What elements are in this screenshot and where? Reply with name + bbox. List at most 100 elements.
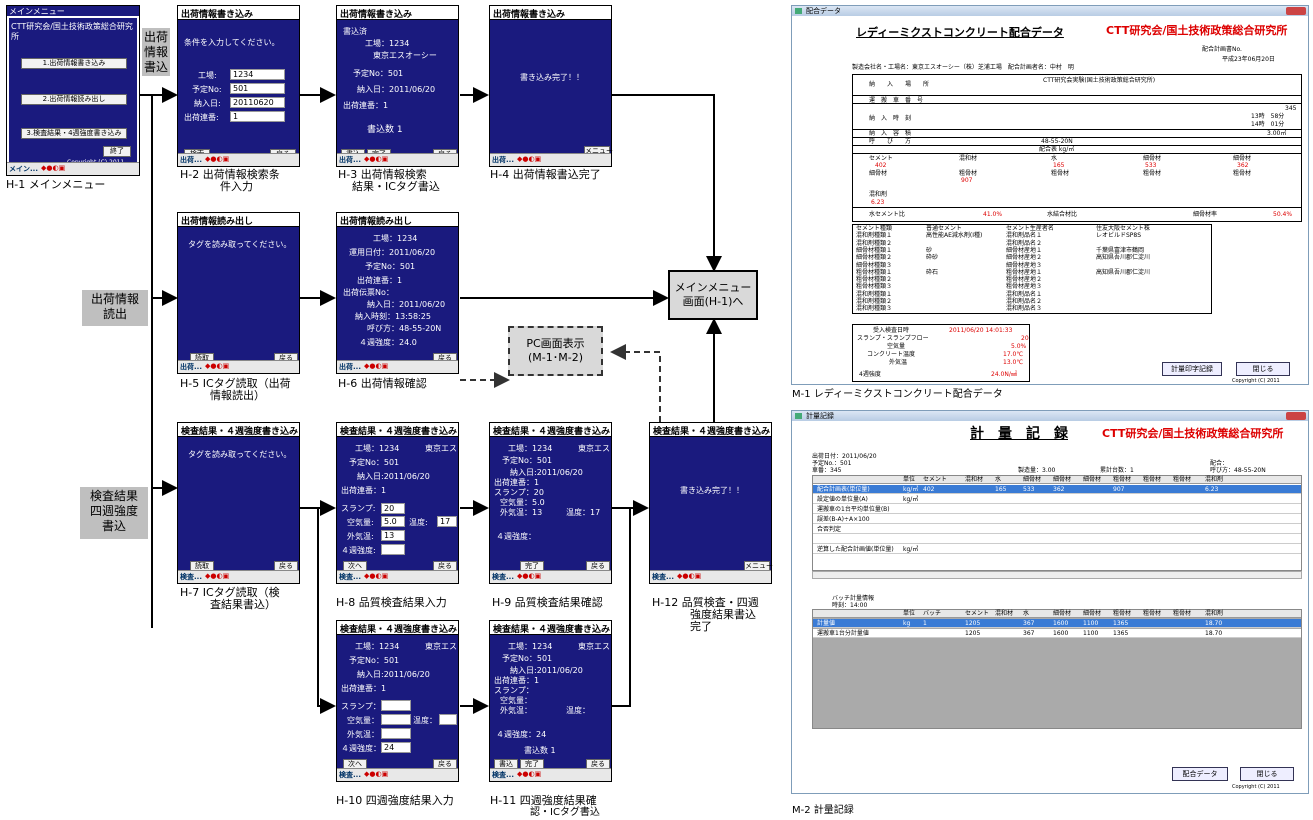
print-record-button[interactable]: 計量印字記録 [1162, 362, 1222, 376]
slump-input[interactable]: 20 [381, 503, 405, 514]
seq-text: 出荷連番：1 [494, 478, 540, 487]
material-cell: 混和剤種類２ [856, 239, 893, 247]
slump-input[interactable] [381, 700, 411, 711]
status-icons: ◆●◐▣ [516, 572, 542, 580]
window-titlebar: 計量記録 [792, 411, 1308, 421]
company-text: 東京エス [578, 444, 610, 453]
material-cell: 混和剤種類１ [856, 232, 893, 240]
close-button[interactable]: 閉じる [1240, 767, 1294, 781]
side-text: 出荷情報 [90, 292, 139, 306]
cell-value: 3.00㎥ [1267, 130, 1287, 137]
temp-input[interactable]: 17 [437, 516, 457, 527]
taskbar: 検査...◆●◐▣ [337, 570, 458, 583]
screen-title: 検査結果・４週強度書き込み [650, 423, 771, 437]
outside-temp-label: 外気温: [347, 532, 374, 541]
taskbar-app: 出荷... [339, 156, 361, 164]
date-text: 納入日：2011/06/20 [367, 300, 446, 309]
strength-input[interactable] [381, 544, 405, 555]
cell-label: 4週強度 [859, 371, 881, 378]
grid-cell: セメント [923, 476, 947, 483]
table-row[interactable] [813, 525, 1301, 534]
cell-label: 納 入 容 積 [869, 130, 912, 137]
table-row[interactable] [813, 515, 1301, 524]
window-m1: 配合データ レディーミクストコンクリート配合データ CTT研究会/国土技術政策総… [791, 5, 1309, 385]
outside-temp-input[interactable]: 13 [381, 530, 405, 541]
screen-title: 検査結果・４週強度書き込み [337, 423, 458, 437]
air-input[interactable]: 5.0 [381, 516, 405, 527]
close-button[interactable]: 閉じる [1236, 362, 1290, 376]
table-row[interactable] [813, 535, 1301, 544]
status-text: 書込済 [343, 27, 367, 36]
grid-header [813, 476, 1301, 484]
read-shipping-button[interactable]: 2.出荷情報読み出し [21, 94, 127, 105]
table-row[interactable] [813, 545, 1301, 554]
grid-cell: 粗骨材 [1143, 610, 1162, 617]
date-input[interactable]: 20110620 [230, 97, 285, 108]
plan-text: 予定No：501 [502, 456, 553, 465]
taskbar-app: 検査... [652, 573, 674, 581]
grid-cell: kg/㎥ [903, 496, 919, 503]
close-icon[interactable] [1286, 7, 1306, 15]
cell-value: 345 [1285, 105, 1297, 112]
factory-input[interactable]: 1234 [230, 69, 285, 80]
plan-text: 予定No：501 [349, 656, 400, 665]
plan-no: 配合計画書No. [1202, 46, 1242, 53]
cell-label: 外気温 [889, 359, 908, 366]
seq-text: 出荷連番：1 [343, 101, 389, 110]
exit-button[interactable]: 終了 [103, 146, 131, 157]
screen-title: 出荷情報読み出し [178, 213, 299, 227]
table-row[interactable] [813, 629, 1301, 638]
mix-data-button[interactable]: 配合データ [1172, 767, 1228, 781]
table-row[interactable] [813, 619, 1301, 628]
outside-temp-input[interactable] [381, 728, 411, 739]
material-table [852, 224, 1212, 314]
company-text: 東京エス [425, 642, 457, 651]
side-text: 読出 [102, 307, 127, 321]
scrollbar[interactable] [812, 571, 1302, 579]
side-text: 四週強度 [89, 504, 138, 518]
table-row[interactable] [813, 505, 1301, 514]
seq-text: 出荷連番：1 [494, 676, 540, 685]
taskbar-app: メイン... [9, 165, 38, 173]
grid-cell: 367 [1023, 630, 1035, 637]
temp-label: 温度: [409, 518, 428, 527]
cell-value: 13時 58分 [1251, 113, 1285, 120]
mix-col: 細骨材 [1233, 155, 1252, 162]
mix-col: 粗骨材 [1143, 170, 1162, 177]
material-cell: 住友大阪セメント株 [1096, 225, 1150, 232]
mix-col: 粗骨材 [1051, 170, 1070, 177]
material-cell: 細骨材産地２ [1006, 254, 1043, 262]
grid-cell: 1205 [965, 630, 981, 637]
plan-input[interactable]: 501 [230, 83, 285, 94]
cell-value: 14時 01分 [1251, 121, 1285, 128]
strength-label: ４週強度： [341, 744, 381, 753]
grid-cell: 計量値 [817, 620, 836, 627]
material-cell: 細骨材種類２ [856, 254, 893, 262]
date-text: 納入日:2011/06/20 [357, 472, 430, 481]
caption-h10: H-10 四週強度結果入力 [336, 794, 454, 807]
strength-input[interactable]: 24 [381, 742, 411, 753]
plan-label: 予定No: [192, 85, 222, 94]
material-cell: セメント種類 [856, 225, 892, 232]
table-row[interactable] [813, 485, 1301, 494]
grid-cell: 運搬車の1台平均単位量(B) [817, 506, 890, 513]
write-shipping-button[interactable]: 1.出荷情報書き込み [21, 58, 127, 69]
air-input[interactable] [381, 714, 411, 725]
inspection-write-button[interactable]: 3.検査結果・4週強度書き込み [21, 128, 127, 139]
grid-cell: 細骨材 [1083, 610, 1102, 617]
close-icon[interactable] [1286, 412, 1306, 420]
seq-input[interactable]: 1 [230, 111, 285, 122]
grid-cell: 粗骨材 [1173, 476, 1192, 483]
caption-line: 査結果書込） [210, 598, 276, 611]
temp-input[interactable] [439, 714, 457, 725]
caption-h1: H-1 メインメニュー [6, 178, 106, 191]
material-cell: 細骨材産地３ [1006, 261, 1043, 269]
cell-value: 5.0% [1011, 343, 1027, 350]
mix-val: 907 [961, 177, 973, 184]
factory-text: 工場：1234 [373, 234, 418, 243]
box-text: PC画面表示 [526, 337, 585, 350]
table-row[interactable] [813, 495, 1301, 504]
plan-text: 予定No：501 [502, 654, 553, 663]
caption-line: H-3 出荷情報検索 [338, 168, 427, 181]
air-text: 空気量：5.0 [500, 498, 545, 507]
